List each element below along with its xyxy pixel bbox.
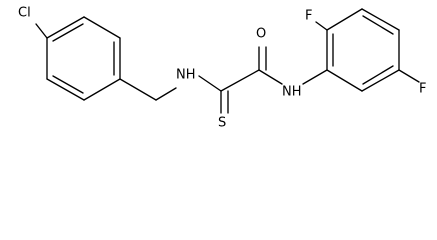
atom-o: O	[256, 27, 266, 42]
atom-cl: Cl	[18, 6, 31, 21]
bond-nh-aryl	[302, 69, 328, 85]
bond-ar-2	[326, 8, 363, 31]
bond-ar-3-inner	[362, 15, 394, 35]
bond-ch2-nh	[155, 87, 177, 101]
bond-cl-ring	[35, 23, 48, 39]
bond-nh-thiocarbonyl	[198, 75, 222, 92]
atom-nh-left: NH	[176, 68, 196, 83]
bond-ring-ch2	[119, 78, 157, 101]
atom-s: S	[218, 116, 226, 131]
bond-ring-a-inner	[52, 23, 84, 42]
atom-nh-right: NH	[282, 85, 302, 100]
bond-ring-a	[46, 16, 85, 39]
difluorophenyl-group	[315, 8, 420, 92]
atom-f-top: F	[305, 9, 312, 24]
bond-ar-f-top	[315, 21, 328, 31]
chemical-structure-diagram: Cl NH O S NH F F	[18, 6, 426, 131]
bond-ar-f-right	[398, 69, 420, 83]
thiooxamide-core	[198, 46, 328, 114]
bond-ring-e-inner	[52, 75, 84, 94]
bond-ar-5-inner	[362, 65, 394, 85]
bond-ring-d	[83, 78, 121, 101]
bond-ring-b	[83, 16, 121, 39]
bond-carbonyl-nh	[258, 69, 283, 85]
bond-ar-6	[326, 69, 363, 92]
bond-ar-5	[361, 69, 400, 92]
bond-ring-e	[46, 78, 85, 101]
bond-c-c	[220, 69, 260, 92]
chlorobenzyl-group	[35, 16, 177, 101]
bond-ar-3	[361, 8, 400, 31]
atom-f-right: F	[419, 82, 426, 97]
atom-labels: Cl NH O S NH F F	[18, 6, 426, 131]
